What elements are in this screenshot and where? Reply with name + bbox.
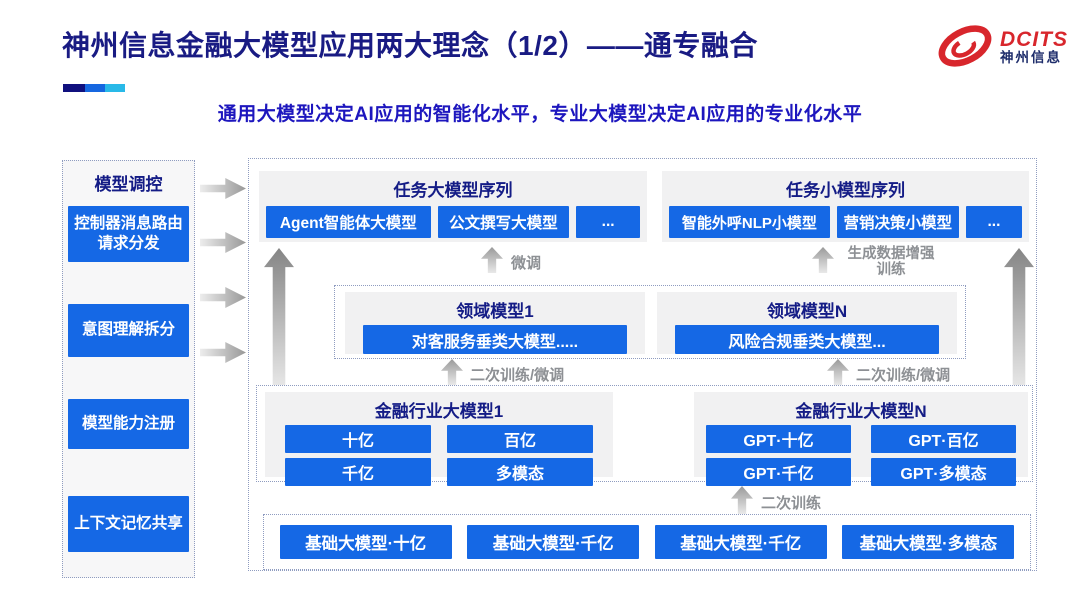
flow-arrow-right-icon xyxy=(200,232,246,253)
domain-model-1-panel: 领域模型1 对客服务垂类大模型..... xyxy=(345,292,645,354)
model-chip-foundation-1b: 基础大模型·十亿 xyxy=(279,525,452,559)
accent-segment-cyan xyxy=(105,84,125,92)
model-chip-agent: Agent智能体大模型 xyxy=(266,206,431,238)
model-chip-foundation-100b-2: 基础大模型·千亿 xyxy=(654,525,827,559)
finetune-arrow-label: 微调 xyxy=(511,255,542,272)
retrain-ft-right-label: 二次训练/微调 xyxy=(856,367,951,384)
model-chip-10b: 百亿 xyxy=(447,425,593,453)
industry-model-1-title: 金融行业大模型1 xyxy=(374,402,504,421)
model-chip-gpt-100b: GPT·千亿 xyxy=(706,458,851,486)
model-chip-marketing: 营销决策小模型 xyxy=(836,206,959,238)
model-chip-risk-compliance: 风险合规垂类大模型... xyxy=(675,325,939,354)
industry-model-box: 金融行业大模型1 十亿 百亿 千亿 多模态 金融行业大模型N GPT·十亿 GP… xyxy=(256,385,1033,486)
task-large-title: 任务大模型序列 xyxy=(393,181,513,200)
industry-model-n-panel: 金融行业大模型N GPT·十亿 GPT·百亿 GPT·千亿 GPT·多模态 xyxy=(694,392,1028,486)
model-control-panel: 模型调控 控制器消息路由请求分发 意图理解拆分 模型能力注册 上下文记忆共享 xyxy=(62,160,195,578)
tall-arrow-up-left-icon xyxy=(264,248,294,385)
domain-model-n-panel: 领域模型N 风险合规垂类大模型... xyxy=(657,292,957,354)
retrain-arrow-label: 二次训练 xyxy=(761,495,822,512)
model-chip-ellipsis: ... xyxy=(576,206,640,238)
gen-data-arrow-up-icon xyxy=(812,247,834,273)
model-chip-gpt-1b: GPT·十亿 xyxy=(706,425,851,453)
industry-model-n-title: 金融行业大模型N xyxy=(795,402,927,421)
sidebar-item-context: 上下文记忆共享 xyxy=(68,496,189,552)
model-chip-multimodal: 多模态 xyxy=(447,458,593,486)
domain-model-box: 领域模型1 对客服务垂类大模型..... 领域模型N 风险合规垂类大模型... xyxy=(334,285,966,359)
domain-model-1-title: 领域模型1 xyxy=(456,302,534,321)
retrain-ft-left-label: 二次训练/微调 xyxy=(470,367,565,384)
model-chip-100b: 千亿 xyxy=(285,458,431,486)
model-chip-doc-writing: 公文撰写大模型 xyxy=(437,206,570,238)
logo-brand: DCITS xyxy=(1000,28,1068,52)
model-chip-gpt-10b: GPT·百亿 xyxy=(871,425,1016,453)
model-chip-ellipsis: ... xyxy=(965,206,1022,238)
logo-swoosh-icon xyxy=(936,20,994,75)
industry-model-1-panel: 金融行业大模型1 十亿 百亿 千亿 多模态 xyxy=(265,392,613,486)
accent-segment-blue xyxy=(85,84,105,92)
foundation-model-box: 基础大模型·十亿 基础大模型·千亿 基础大模型·千亿 基础大模型·多模态 xyxy=(263,514,1031,570)
accent-segment-navy xyxy=(63,84,85,92)
model-chip-1b: 十亿 xyxy=(285,425,431,453)
task-small-title: 任务小模型序列 xyxy=(786,181,905,200)
page-title: 神州信息金融大模型应用两大理念（1/2）——通专融合 xyxy=(62,30,758,61)
flow-arrow-right-icon xyxy=(200,342,246,363)
task-large-model-panel: 任务大模型序列 Agent智能体大模型 公文撰写大模型 ... xyxy=(259,171,647,242)
retrain-ft-left-arrow-icon xyxy=(441,359,463,385)
model-chip-customer-service: 对客服务垂类大模型..... xyxy=(363,325,627,354)
model-chip-foundation-100b: 基础大模型·千亿 xyxy=(467,525,640,559)
gen-data-arrow-label: 生成数据增强训练 xyxy=(847,246,935,278)
model-chip-foundation-multimodal: 基础大模型·多模态 xyxy=(842,525,1015,559)
sidebar-item-intent: 意图理解拆分 xyxy=(68,304,189,357)
logo-brand-cn: 神州信息 xyxy=(1000,50,1062,66)
model-chip-gpt-multimodal: GPT·多模态 xyxy=(871,458,1016,486)
domain-model-n-title: 领域模型N xyxy=(766,302,848,321)
finetune-arrow-up-icon xyxy=(481,247,503,273)
sidebar-item-router: 控制器消息路由请求分发 xyxy=(68,206,189,262)
task-small-model-panel: 任务小模型序列 智能外呼NLP小模型 营销决策小模型 ... xyxy=(662,171,1029,242)
flow-arrow-right-icon xyxy=(200,178,246,199)
model-control-title: 模型调控 xyxy=(94,175,163,194)
retrain-ft-right-arrow-icon xyxy=(827,359,849,385)
flow-arrow-right-icon xyxy=(200,287,246,308)
model-chip-outbound-nlp: 智能外呼NLP小模型 xyxy=(669,206,830,238)
title-accent-bar xyxy=(63,84,125,92)
model-architecture-box: 任务大模型序列 Agent智能体大模型 公文撰写大模型 ... 任务小模型序列 … xyxy=(248,158,1037,571)
subtitle: 通用大模型决定AI应用的智能化水平，专业大模型决定AI应用的专业化水平 xyxy=(217,104,863,125)
sidebar-item-registry: 模型能力注册 xyxy=(68,399,189,449)
retrain-arrow-up-icon xyxy=(731,486,753,514)
tall-arrow-up-right-icon xyxy=(1004,248,1034,385)
dcits-logo: DCITS 神州信息 xyxy=(936,20,1068,75)
